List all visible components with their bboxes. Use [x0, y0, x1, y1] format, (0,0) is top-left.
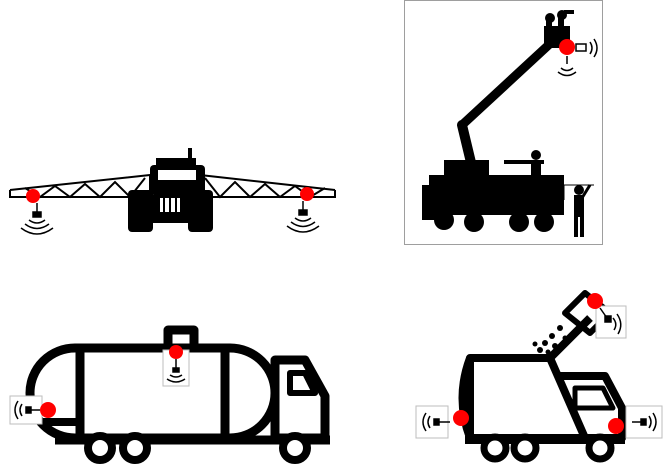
sensor-dot: [40, 402, 56, 418]
sensor-dot: [300, 187, 314, 201]
sensor-dot: [453, 410, 469, 426]
wireless-sensor-icon: [287, 201, 319, 232]
tanker-truck-icon: [0, 318, 340, 468]
sensor-rear: [416, 406, 469, 438]
sensor-left: [21, 189, 53, 234]
sensor-front: [608, 406, 662, 438]
sprayer-tractor-panel: [0, 140, 340, 250]
wireless-sensor-icon: [21, 203, 53, 234]
tanker-truck-panel: [0, 318, 340, 468]
sensor-dot: [608, 418, 624, 434]
sensor-dot: [169, 345, 183, 359]
sensor-dot: [559, 39, 575, 55]
sensor-dot: [587, 293, 603, 309]
garbage-truck-icon: [410, 288, 668, 468]
aerial-lift-panel: [404, 0, 614, 246]
boom-lift-truck-icon: [404, 0, 614, 246]
tractor-sprayer-icon: [0, 140, 340, 250]
garbage-truck-panel: [410, 288, 668, 468]
sensor-tank-top: [163, 345, 189, 386]
sensor-dot: [26, 189, 40, 203]
